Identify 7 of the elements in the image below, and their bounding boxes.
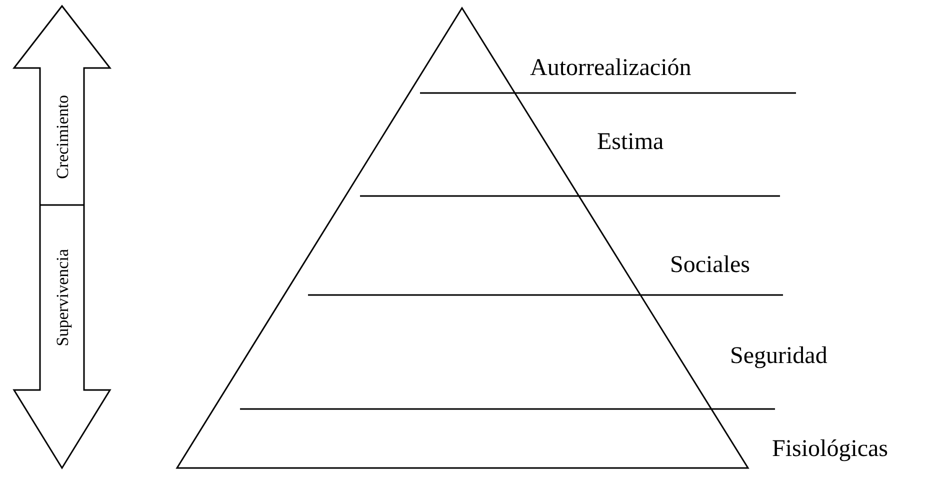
level-label: Fisiológicas [772, 437, 888, 461]
level-label: Sociales [670, 253, 750, 277]
level-label: Seguridad [730, 344, 828, 368]
section-label: Supervivencia [54, 249, 70, 347]
section-label: Crecimiento [54, 94, 70, 180]
level-label: Estima [597, 130, 664, 154]
level-label: Autorrealización [530, 56, 692, 80]
